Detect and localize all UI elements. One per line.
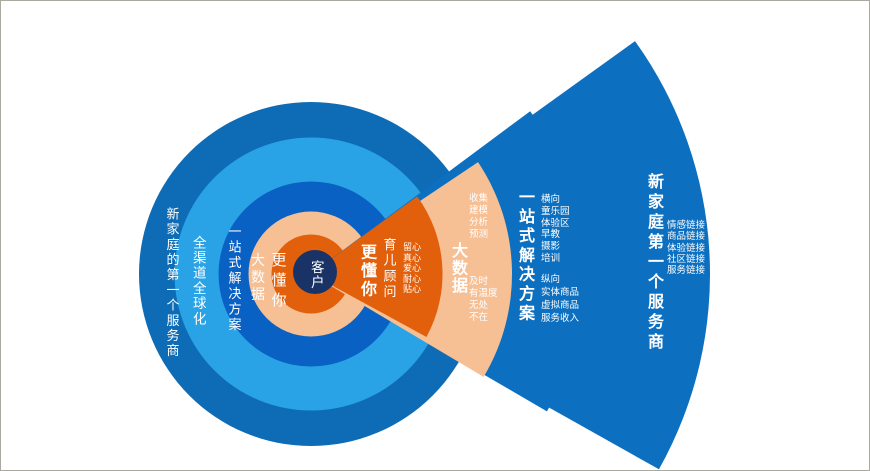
- ring-bigdata-label: 大数据: [249, 252, 265, 304]
- fan-closer-subtitle: 育儿顾问: [380, 237, 396, 301]
- ring-channel-label: 全渠道全球化: [189, 235, 206, 327]
- fan-provider-title: 新家庭第一个服务商: [645, 173, 664, 353]
- ring-provider-label: 新家庭的第一个服务商: [163, 207, 179, 359]
- fan-solution-title: 一站式解决方案: [516, 188, 535, 324]
- ring-closer-label: 更懂你: [269, 252, 288, 312]
- fan-solution-top-items: 横向 童乐园 体验区 早教 摄影 培训: [541, 194, 570, 264]
- fan-closer-items: 留心 真心 爱心 耐心 贴心: [403, 243, 422, 295]
- fan-bigdata-title: 大数据: [449, 241, 468, 295]
- fan-closer-title: 更懂你: [358, 243, 377, 299]
- fan-closer-wedge: [311, 196, 443, 337]
- fan-bigdata-top-items: 收集 建模 分析 预测: [469, 193, 489, 240]
- ring-solution-label: 一站式解决方案: [225, 224, 241, 334]
- fan-solution-bottom-items: 纵向 实体商品 虚拟商品 服务收入: [541, 274, 580, 324]
- center-customer-circle: [293, 250, 337, 294]
- fan-bigdata-bottom-items: 及时 有温度 无处 不在: [469, 276, 498, 323]
- fan-provider-items: 情感链接 商品链接 体验链接 社区链接 服务链接: [667, 220, 706, 277]
- center-customer-label: 客户: [307, 260, 324, 290]
